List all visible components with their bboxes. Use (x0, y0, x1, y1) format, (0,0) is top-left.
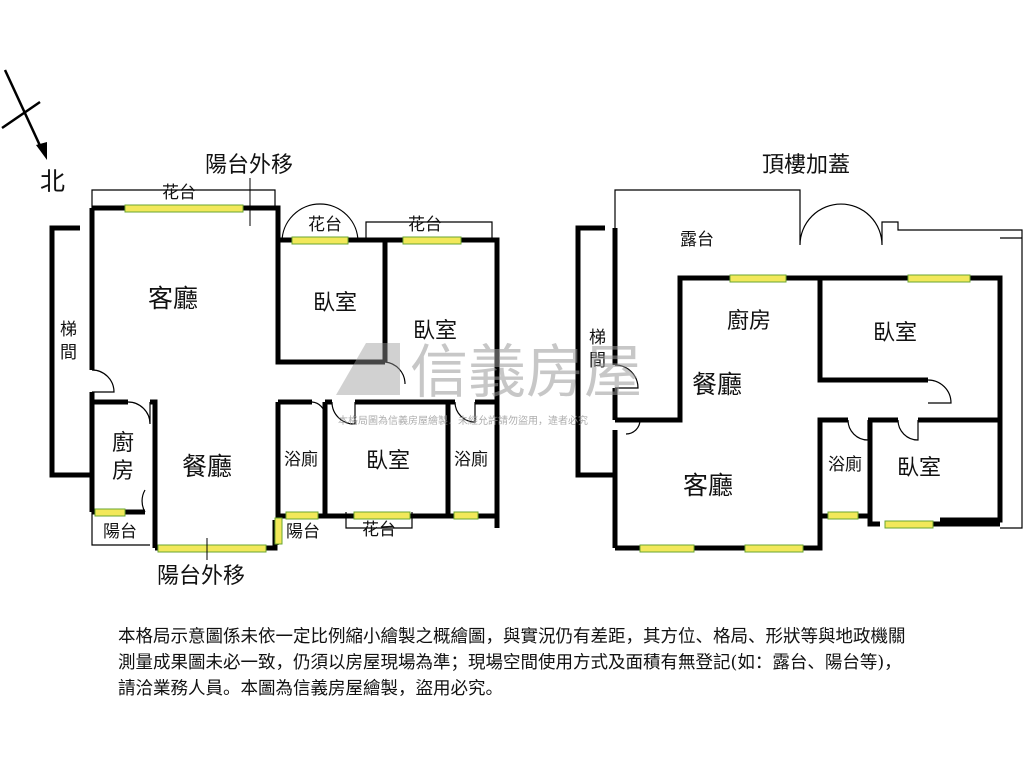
left-balcony-2-label: 陽台 (286, 522, 320, 542)
left-top-note: 陽台外移 (205, 153, 293, 178)
left-planter-1-label: 花台 (162, 183, 196, 203)
left-bath-1-label: 浴廁 (284, 449, 318, 470)
disclaimer-text: 本格局示意圖係未依一定比例縮小繪製之概繪圖，與實況仍有差距，其方位、格局、形狀等… (118, 627, 906, 699)
right-windows (639, 274, 971, 553)
right-bedroom-2-label: 臥室 (897, 456, 941, 481)
left-balcony-1-label: 陽台 (103, 522, 137, 542)
right-stair-label-top: 梯 (589, 328, 606, 348)
watermark-brand: 信義房屋 (410, 338, 642, 406)
brand-logo-icon (336, 343, 400, 395)
right-plan-title: 頂樓加蓋 (762, 153, 850, 178)
left-planter-4-label: 花台 (362, 520, 396, 540)
north-label: 北 (40, 167, 65, 196)
left-bedroom-3-label: 臥室 (366, 449, 410, 474)
left-planter-2-label: 花台 (308, 215, 342, 235)
right-bedroom-1-label: 臥室 (873, 321, 917, 346)
left-bath-2-label: 浴廁 (454, 449, 488, 470)
right-terrace-label: 露台 (680, 230, 714, 250)
left-stair-label-bottom: 間 (60, 343, 77, 363)
left-bedroom-2-label: 臥室 (413, 319, 457, 344)
left-planter-3-label: 花台 (408, 215, 442, 235)
left-kitchen-label-top: 廚 (112, 431, 134, 456)
left-kitchen-label-bottom: 房 (112, 459, 134, 484)
right-bath-label: 浴廁 (828, 454, 862, 475)
left-living-label: 客廳 (148, 284, 198, 313)
right-floor-plan (575, 189, 1023, 551)
right-living-label: 客廳 (683, 471, 733, 500)
brand-watermark: 信義房屋 本格局圖為信義房屋繪製．未經允許請勿盜用，違者必究 (336, 338, 642, 427)
north-compass: 北 (1, 69, 65, 196)
left-bedroom-1-label: 臥室 (313, 291, 357, 316)
right-stair-label-bottom: 間 (589, 351, 606, 371)
left-dining-label: 餐廳 (182, 452, 232, 481)
left-bottom-note: 陽台外移 (157, 564, 245, 589)
right-dining-label: 餐廳 (692, 370, 742, 399)
watermark-notice: 本格局圖為信義房屋繪製．未經允許請勿盜用，違者必究 (338, 414, 588, 427)
left-stair-label-top: 梯 (60, 320, 77, 340)
right-kitchen-label: 廚房 (727, 309, 771, 334)
left-windows (94, 204, 479, 553)
